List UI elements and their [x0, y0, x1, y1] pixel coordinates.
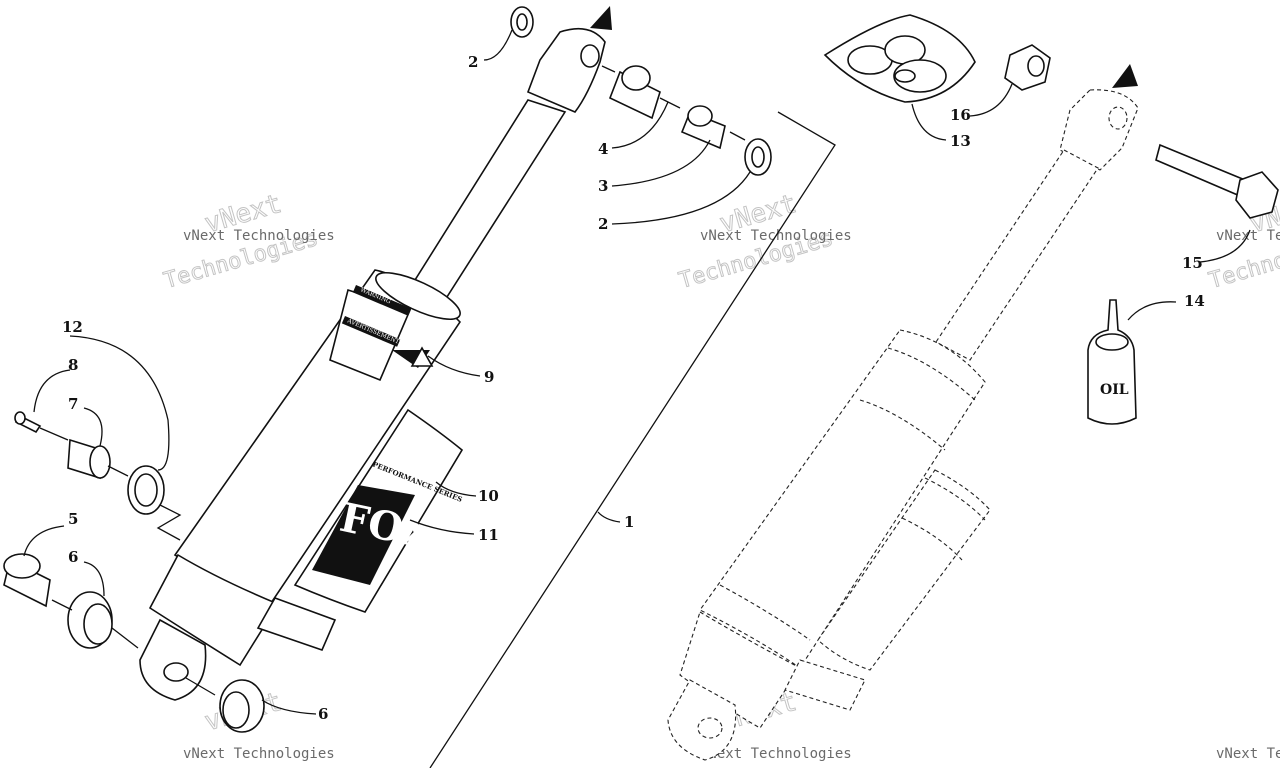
- shock-absorber-assembled: [667, 64, 1139, 761]
- leader-line: [435, 481, 477, 497]
- washer-top-hole: [516, 13, 528, 31]
- seal-kit-ring: [894, 69, 916, 83]
- leader-line: [597, 511, 621, 523]
- assembled-reservoir: [817, 469, 991, 671]
- lower-bushing-end: [3, 553, 41, 579]
- direction-arrow-icon: [590, 6, 612, 30]
- assembled-reservoir-band: [901, 477, 986, 561]
- top-eyelet-hole: [580, 44, 600, 68]
- spacer-end: [687, 105, 713, 127]
- watermark-text: vNext Technologies: [1216, 746, 1280, 762]
- leader-line: [33, 369, 71, 413]
- assembly-axis-line: [39, 427, 182, 541]
- watermark-text: vNext Technologies: [700, 746, 852, 762]
- leader-line: [261, 699, 317, 715]
- bolt-shank: [1155, 143, 1246, 198]
- seal-bottom-inner: [222, 691, 250, 729]
- bushing-end: [621, 65, 651, 91]
- callout-1: 1: [624, 513, 634, 531]
- bolt-head: [1235, 171, 1279, 219]
- callout-labels: 2 4 3 2 1 9 10 11 12 8 7 5 6 6 13 16 14 …: [62, 53, 1205, 723]
- assembled-shaft: [935, 149, 1099, 361]
- oil-bottle: OIL: [1087, 299, 1137, 425]
- callout-2: 2: [598, 215, 608, 233]
- leader-line: [611, 101, 669, 149]
- assembled-top-eyelet-hole: [1108, 106, 1128, 130]
- leader-line: [23, 525, 65, 557]
- callout-13: 13: [950, 132, 971, 150]
- caution-triangle-icon: [410, 346, 434, 367]
- assembly-axis-line: [601, 65, 746, 141]
- watermark-text: vNext Technologies: [183, 746, 335, 762]
- warning-band: [352, 285, 412, 316]
- callout-10: 10: [478, 487, 499, 505]
- body-top-cap: [375, 271, 461, 321]
- callout-14: 14: [1184, 292, 1205, 310]
- assembled-bottom-eyelet-hole: [697, 717, 723, 739]
- assembled-bottom-eyelet: [667, 679, 737, 761]
- leader-line: [1127, 301, 1177, 321]
- adjuster-knob-face: [89, 445, 111, 479]
- seal-inner: [83, 603, 113, 645]
- leader-line: [427, 355, 481, 377]
- nut-hole: [1027, 55, 1045, 77]
- screw-head: [14, 411, 26, 425]
- callout-15: 15: [1182, 254, 1203, 272]
- oil-bottle-cap: [1095, 333, 1129, 351]
- leader-line: [83, 561, 105, 597]
- callout-7: 7: [68, 395, 78, 413]
- leader-line: [409, 519, 475, 535]
- callout-6: 6: [68, 548, 78, 566]
- piston-shaft: [408, 99, 567, 301]
- leader-line: [1199, 229, 1251, 263]
- leader-line: [611, 171, 751, 225]
- assembly-axis-line: [51, 599, 216, 696]
- callout-4: 4: [598, 140, 608, 158]
- assembly-bracket-line: [429, 111, 836, 769]
- leader-lines: [23, 29, 1251, 715]
- direction-arrow-icon: [1112, 64, 1138, 88]
- leader-line: [69, 335, 170, 471]
- assembled-body-band: [719, 347, 976, 641]
- assembled-lower-body: [679, 611, 801, 729]
- callout-6: 6: [318, 705, 328, 723]
- top-eyelet: [526, 27, 606, 113]
- seal-kit-ring: [893, 59, 947, 93]
- fox-decal: [312, 485, 415, 585]
- assembled-reservoir-link: [784, 659, 866, 711]
- callout-3: 3: [598, 177, 608, 195]
- leader-line: [611, 139, 711, 187]
- leader-line: [83, 407, 103, 447]
- callout-5: 5: [68, 510, 78, 528]
- leader-line: [911, 103, 947, 141]
- reservoir-link: [256, 597, 337, 651]
- bottom-eyelet-hole: [163, 662, 189, 682]
- lower-body: [148, 553, 280, 667]
- washer-right-hole: [751, 146, 765, 168]
- callout-8: 8: [68, 356, 78, 374]
- watermark-text: vNext Technologies: [183, 228, 335, 244]
- shock-absorber-exploded: FOX PERFORMANCE SERIES WARNING AVERTISSE…: [139, 6, 612, 701]
- o-ring-inner: [134, 473, 158, 507]
- oil-label: OIL: [1100, 382, 1129, 398]
- callout-2: 2: [468, 53, 478, 71]
- callout-9: 9: [484, 368, 494, 386]
- callout-12: 12: [62, 318, 83, 336]
- leader-line: [483, 29, 513, 61]
- leader-line: [969, 83, 1013, 117]
- oil-bottle-body: [1087, 299, 1137, 425]
- avertissement-band: [341, 316, 401, 347]
- callout-16: 16: [950, 106, 971, 124]
- callout-11: 11: [478, 526, 499, 544]
